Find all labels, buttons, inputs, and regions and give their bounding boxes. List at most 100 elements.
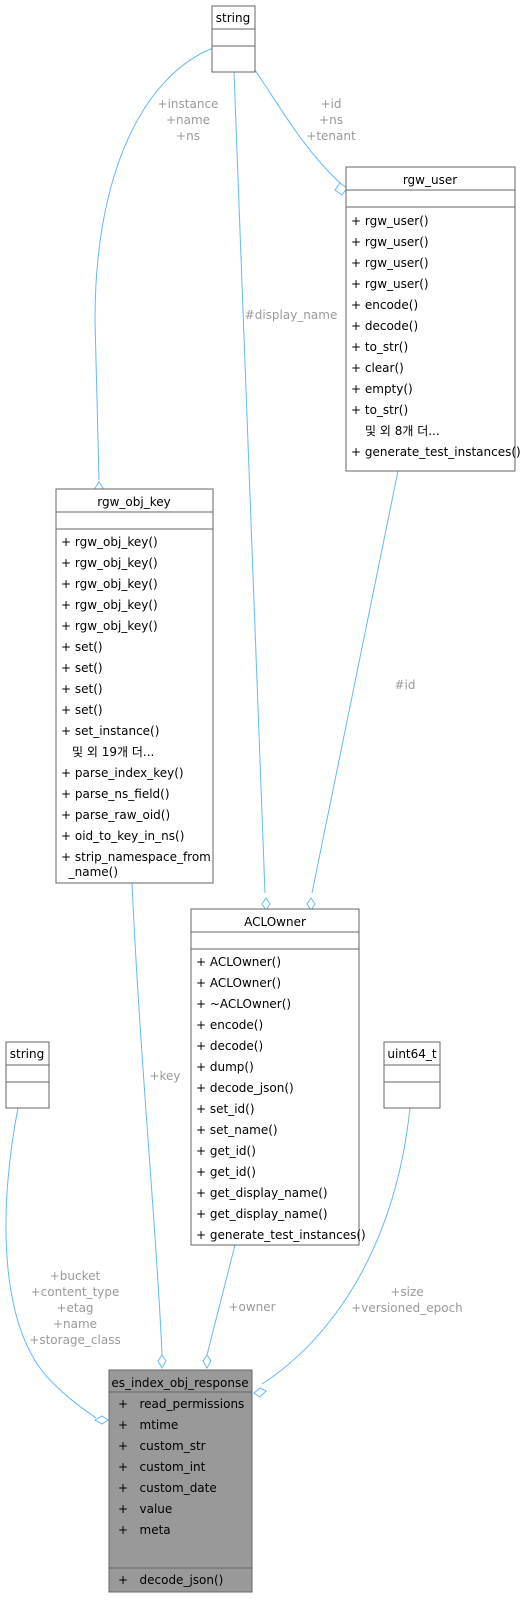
method-item: + parse_raw_oid() <box>61 808 170 822</box>
class-node-es-index-obj-response[interactable]: es_index_obj_response + read_permissions… <box>108 1369 253 1593</box>
attribute-item: + value <box>118 1502 172 1516</box>
response-attributes: + read_permissions + mtime + custom_str … <box>118 1397 244 1537</box>
edge-rgw-obj-key-to-response <box>131 882 163 1356</box>
edge-label-key: +key <box>149 1069 180 1083</box>
method-item: + encode() <box>196 1018 263 1032</box>
edge-label-size: +size <box>390 1285 423 1299</box>
edge-label-instance: +ns <box>176 129 200 143</box>
acl-owner-methods: + ACLOwner() + ACLOwner() + ~ACLOwner() … <box>196 955 366 1242</box>
response-methods: + decode_json() <box>118 1573 223 1587</box>
method-item: + set() <box>61 640 103 654</box>
edge-string-to-rgw-obj-key <box>94 47 214 481</box>
class-node-rgw-user[interactable]: rgw_user + rgw_user() + rgw_user() + rgw… <box>345 166 521 472</box>
edge-uint64-to-response <box>261 1107 411 1385</box>
more-methods-note: 및 외 8개 더... <box>365 424 440 438</box>
method-item: + rgw_obj_key() <box>61 577 158 591</box>
class-title: rgw_user <box>403 173 457 187</box>
method-item: + get_display_name() <box>196 1186 328 1200</box>
attribute-item: + custom_int <box>118 1460 206 1474</box>
class-node-string-top[interactable]: string <box>211 5 256 73</box>
class-title: rgw_obj_key <box>97 495 170 509</box>
method-item: + decode_json() <box>196 1081 294 1095</box>
rgw-obj-key-methods: + rgw_obj_key() + rgw_obj_key() + rgw_ob… <box>61 535 211 879</box>
method-item: + ACLOwner() <box>196 955 281 969</box>
edge-label-tenant: +tenant <box>306 129 356 143</box>
aggregation-diamond <box>253 1387 267 1398</box>
class-title: uint64_t <box>387 1047 437 1061</box>
attribute-item: + read_permissions <box>118 1397 244 1411</box>
edge-rgw-user-to-acl-owner <box>311 470 399 894</box>
edge-label-size: +versioned_epoch <box>351 1301 463 1315</box>
method-item: + decode_json() <box>118 1573 223 1587</box>
aggregation-diamond <box>306 897 316 911</box>
edge-labels: +instance +name +ns +id +ns +tenant #dis… <box>29 97 463 1347</box>
method-item: + set() <box>61 682 103 696</box>
method-item: + oid_to_key_in_ns() <box>61 829 184 843</box>
edge-label-display-name: #display_name <box>245 308 338 322</box>
method-item: + rgw_obj_key() <box>61 619 158 633</box>
attribute-item: + meta <box>118 1523 171 1537</box>
class-node-rgw-obj-key[interactable]: rgw_obj_key + rgw_obj_key() + rgw_obj_ke… <box>55 488 214 884</box>
method-item: + decode() <box>196 1039 263 1053</box>
edge-label-tenant: +ns <box>319 113 343 127</box>
method-item: + clear() <box>351 361 404 375</box>
method-item: + decode() <box>351 319 418 333</box>
edge-label-id: #id <box>394 678 415 692</box>
method-item: + to_str() <box>351 403 408 417</box>
class-node-acl-owner[interactable]: ACLOwner + ACLOwner() + ACLOwner() + ~AC… <box>190 908 366 1246</box>
aggregation-diamond <box>202 1354 212 1370</box>
class-title: string <box>10 1047 44 1061</box>
class-node-string-left[interactable]: string <box>5 1041 50 1109</box>
method-item: + parse_index_key() <box>61 766 184 780</box>
method-item: + set_instance() <box>61 724 159 738</box>
method-item: + rgw_obj_key() <box>61 556 158 570</box>
attribute-item: + mtime <box>118 1418 178 1432</box>
edge-label-tenant: +id <box>320 97 341 111</box>
edge-label-bucket: +storage_class <box>29 1333 120 1347</box>
method-item: + generate_test_instances() <box>196 1228 366 1242</box>
method-item: + rgw_obj_key() <box>61 598 158 612</box>
method-item: + rgw_obj_key() <box>61 535 158 549</box>
method-item: + dump() <box>196 1060 254 1074</box>
edge-label-bucket: +bucket <box>50 1269 101 1283</box>
method-item: + set_name() <box>196 1123 278 1137</box>
edge-label-instance: +instance <box>158 97 219 111</box>
method-item: + get_id() <box>196 1165 256 1179</box>
class-node-uint64-t[interactable]: uint64_t <box>383 1041 441 1109</box>
edge-label-owner: +owner <box>228 1300 275 1314</box>
method-item: + rgw_user() <box>351 214 429 228</box>
method-item: + set() <box>61 703 103 717</box>
method-item: _name() <box>61 865 118 879</box>
rgw-user-methods: + rgw_user() + rgw_user() + rgw_user() +… <box>351 214 521 459</box>
edge-string-left-to-response <box>5 1107 97 1419</box>
method-item: + rgw_user() <box>351 256 429 270</box>
method-item: + strip_namespace_from <box>61 850 211 864</box>
aggregation-diamond <box>261 897 271 911</box>
method-item: + ACLOwner() <box>196 976 281 990</box>
edge-label-bucket: +etag <box>56 1301 93 1315</box>
method-item: + set_id() <box>196 1102 255 1116</box>
method-item: + ~ACLOwner() <box>196 997 291 1011</box>
method-item: + parse_ns_field() <box>61 787 170 801</box>
edge-label-bucket: +name <box>53 1317 97 1331</box>
method-item: + encode() <box>351 298 418 312</box>
method-item: + rgw_user() <box>351 277 429 291</box>
more-methods-note: 및 외 19개 더... <box>72 745 154 759</box>
class-title: es_index_obj_response <box>111 1376 248 1390</box>
aggregation-diamond <box>334 182 348 196</box>
class-title: ACLOwner <box>244 915 306 929</box>
method-item: + set() <box>61 661 103 675</box>
aggregation-diamond <box>157 1354 167 1370</box>
edge-label-bucket: +content_type <box>31 1285 120 1299</box>
attribute-item: + custom_date <box>118 1481 217 1495</box>
edge-acl-owner-to-response <box>206 1244 236 1356</box>
edge-label-instance: +name <box>166 113 210 127</box>
aggregation-diamond <box>93 1415 109 1425</box>
edges <box>5 47 411 1425</box>
edge-string-to-rgw-user <box>254 69 341 184</box>
method-item: + to_str() <box>351 340 408 354</box>
method-item: + empty() <box>351 382 413 396</box>
edge-string-to-acl-owner <box>233 71 266 894</box>
method-item: + get_display_name() <box>196 1207 328 1221</box>
